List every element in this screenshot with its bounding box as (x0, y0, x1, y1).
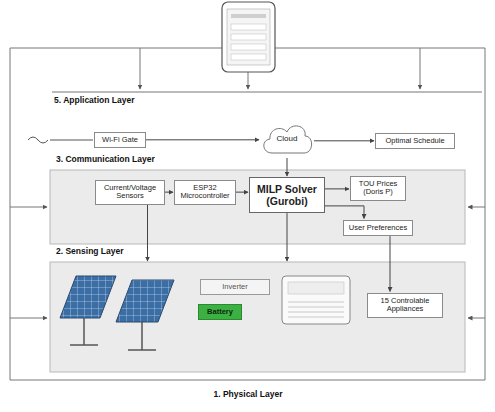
gateway-box: Wi-Fi Gate (94, 132, 146, 149)
node-text: User Preferences (347, 224, 409, 233)
layer-label: 1. Physical Layer (212, 389, 285, 399)
inverter-box: Inverter (200, 279, 270, 296)
node-text: Current/Voltage Sensors (99, 184, 161, 201)
flow-arrow (287, 158, 288, 176)
smartphone (222, 2, 275, 72)
node-text: Optimal Schedule (379, 137, 451, 146)
node-text: Battery (202, 308, 238, 317)
node-text: Cloud (277, 134, 298, 143)
controller-box: ESP32 Microcontroller (174, 180, 236, 205)
solver-box: MILP Solver (Gurobi) (249, 177, 325, 213)
panel-fill (50, 170, 465, 244)
layer-heading: 3. Communication Layer (54, 155, 157, 165)
flow-arrow (236, 192, 248, 193)
layer-label: 5. Application Layer (52, 95, 136, 105)
input-box: User Preferences (343, 220, 413, 237)
sensor-box: Current/Voltage Sensors (95, 180, 165, 205)
flow-arrow (146, 139, 259, 140)
solar-panels (60, 276, 174, 350)
flow-arrow (325, 188, 349, 189)
frame-lines (10, 48, 485, 380)
flow-arrow (147, 205, 148, 261)
output-box: Optimal Schedule (375, 133, 455, 150)
air-conditioner (282, 276, 350, 324)
cloud-outline (264, 126, 312, 153)
battery-box: Battery (198, 304, 242, 321)
layer-panel: InverterBattery 15 Controlable Appliances… (50, 262, 465, 372)
flow-arrow (325, 206, 364, 219)
layer-heading: 2. Sensing Layer (54, 247, 126, 257)
node-text: MILP Solver (Gurobi) (254, 183, 320, 207)
node-text: ESP32 Microcontroller (178, 184, 232, 201)
flow-arrow (165, 192, 173, 193)
cloud-shape: Cloud (260, 120, 314, 158)
flow-arrow (287, 213, 288, 261)
ac-source-symbol (28, 137, 93, 143)
layer-panel: Current/Voltage Sensors ESP32 Microcontro… (50, 170, 465, 244)
node-text: 15 Controlable Appliances (371, 297, 439, 314)
input-box: TOU Prices (Doris P) (350, 176, 406, 201)
node-text: TOU Prices (Doris P) (354, 180, 402, 197)
appliance-box: 15 Controlable Appliances (367, 293, 443, 318)
flow-arrow (314, 140, 374, 141)
node-text: Inverter (204, 283, 266, 292)
node-text: Wi-Fi Gate (98, 136, 142, 145)
flow-arrow (390, 236, 391, 291)
panel-fill (50, 262, 465, 372)
